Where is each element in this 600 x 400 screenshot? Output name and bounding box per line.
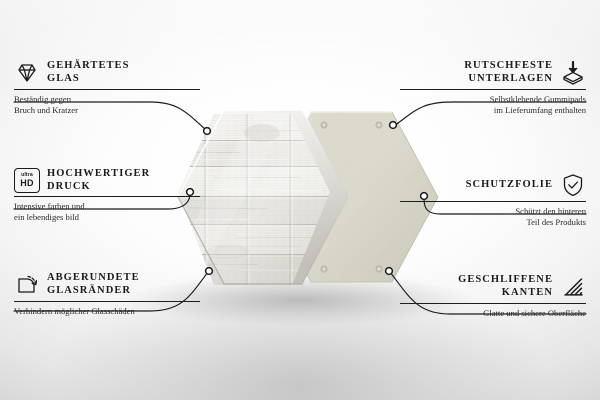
divider	[400, 89, 586, 90]
shield-check-icon	[560, 172, 586, 198]
feature-description: Verhindern möglicher Glasschäden	[14, 306, 135, 316]
rounded-corner-icon	[14, 272, 40, 298]
feature-title: RUTSCHFESTE UNTERLAGEN	[464, 60, 553, 84]
feature-header: ABGERUNDETE GLASRÄNDER	[14, 272, 200, 298]
divider	[14, 301, 200, 302]
feature-description: Glatte und sichere Oberfläche	[483, 308, 586, 318]
divider	[14, 196, 200, 198]
feature-title: HOCHWERTIGER DRUCK	[47, 168, 151, 192]
feature-hd-print: ultra HD HOCHWERTIGER DRUCK Intensive fa…	[14, 168, 200, 222]
feature-description: Beständig gegen Bruch und Kratzer	[14, 94, 78, 115]
divider	[400, 303, 586, 304]
feature-header: SCHUTZFOLIE	[400, 172, 586, 198]
feature-protective-film: SCHUTZFOLIE Schützt den hinteren Teil de…	[400, 172, 586, 227]
feature-rounded-edges: ABGERUNDETE GLASRÄNDER Verhindern möglic…	[14, 272, 200, 317]
feature-tempered-glass: GEHÄRTETES GLAS Beständig gegen Bruch un…	[14, 60, 200, 115]
ultra-hd-badge-icon: ultra HD	[14, 168, 40, 194]
rubber-pads	[320, 121, 383, 273]
front-panel	[177, 109, 349, 285]
badge-bottom-text: HD	[20, 177, 34, 188]
feature-ground-edges: GESCHLIFFENE KANTEN Glatte und sichere O…	[400, 274, 586, 319]
badge-top-text: ultra	[21, 172, 33, 179]
press-down-pad-icon	[560, 60, 586, 86]
divider	[400, 201, 586, 202]
feature-title: SCHUTZFOLIE	[465, 178, 553, 190]
divider	[14, 89, 200, 90]
feature-title: ABGERUNDETE GLASRÄNDER	[47, 272, 140, 296]
feature-title: GEHÄRTETES GLAS	[47, 60, 130, 84]
feature-anti-slip: RUTSCHFESTE UNTERLAGEN Selbstklebende Gu…	[400, 60, 586, 115]
feature-description: Intensive farben und ein lebendiges bild	[14, 201, 85, 222]
feature-title: GESCHLIFFENE KANTEN	[458, 274, 553, 298]
bevel-hatch-icon	[560, 274, 586, 300]
feature-description: Schützt den hinteren Teil des Produkts	[515, 206, 586, 227]
diamond-icon	[14, 60, 40, 86]
feature-header: ultra HD HOCHWERTIGER DRUCK	[14, 168, 200, 194]
feature-header: GEHÄRTETES GLAS	[14, 60, 200, 86]
feature-header: GESCHLIFFENE KANTEN	[400, 274, 586, 300]
feature-description: Selbstklebende Gummipads im Lieferumfang…	[489, 94, 586, 115]
feature-header: RUTSCHFESTE UNTERLAGEN	[400, 60, 586, 86]
